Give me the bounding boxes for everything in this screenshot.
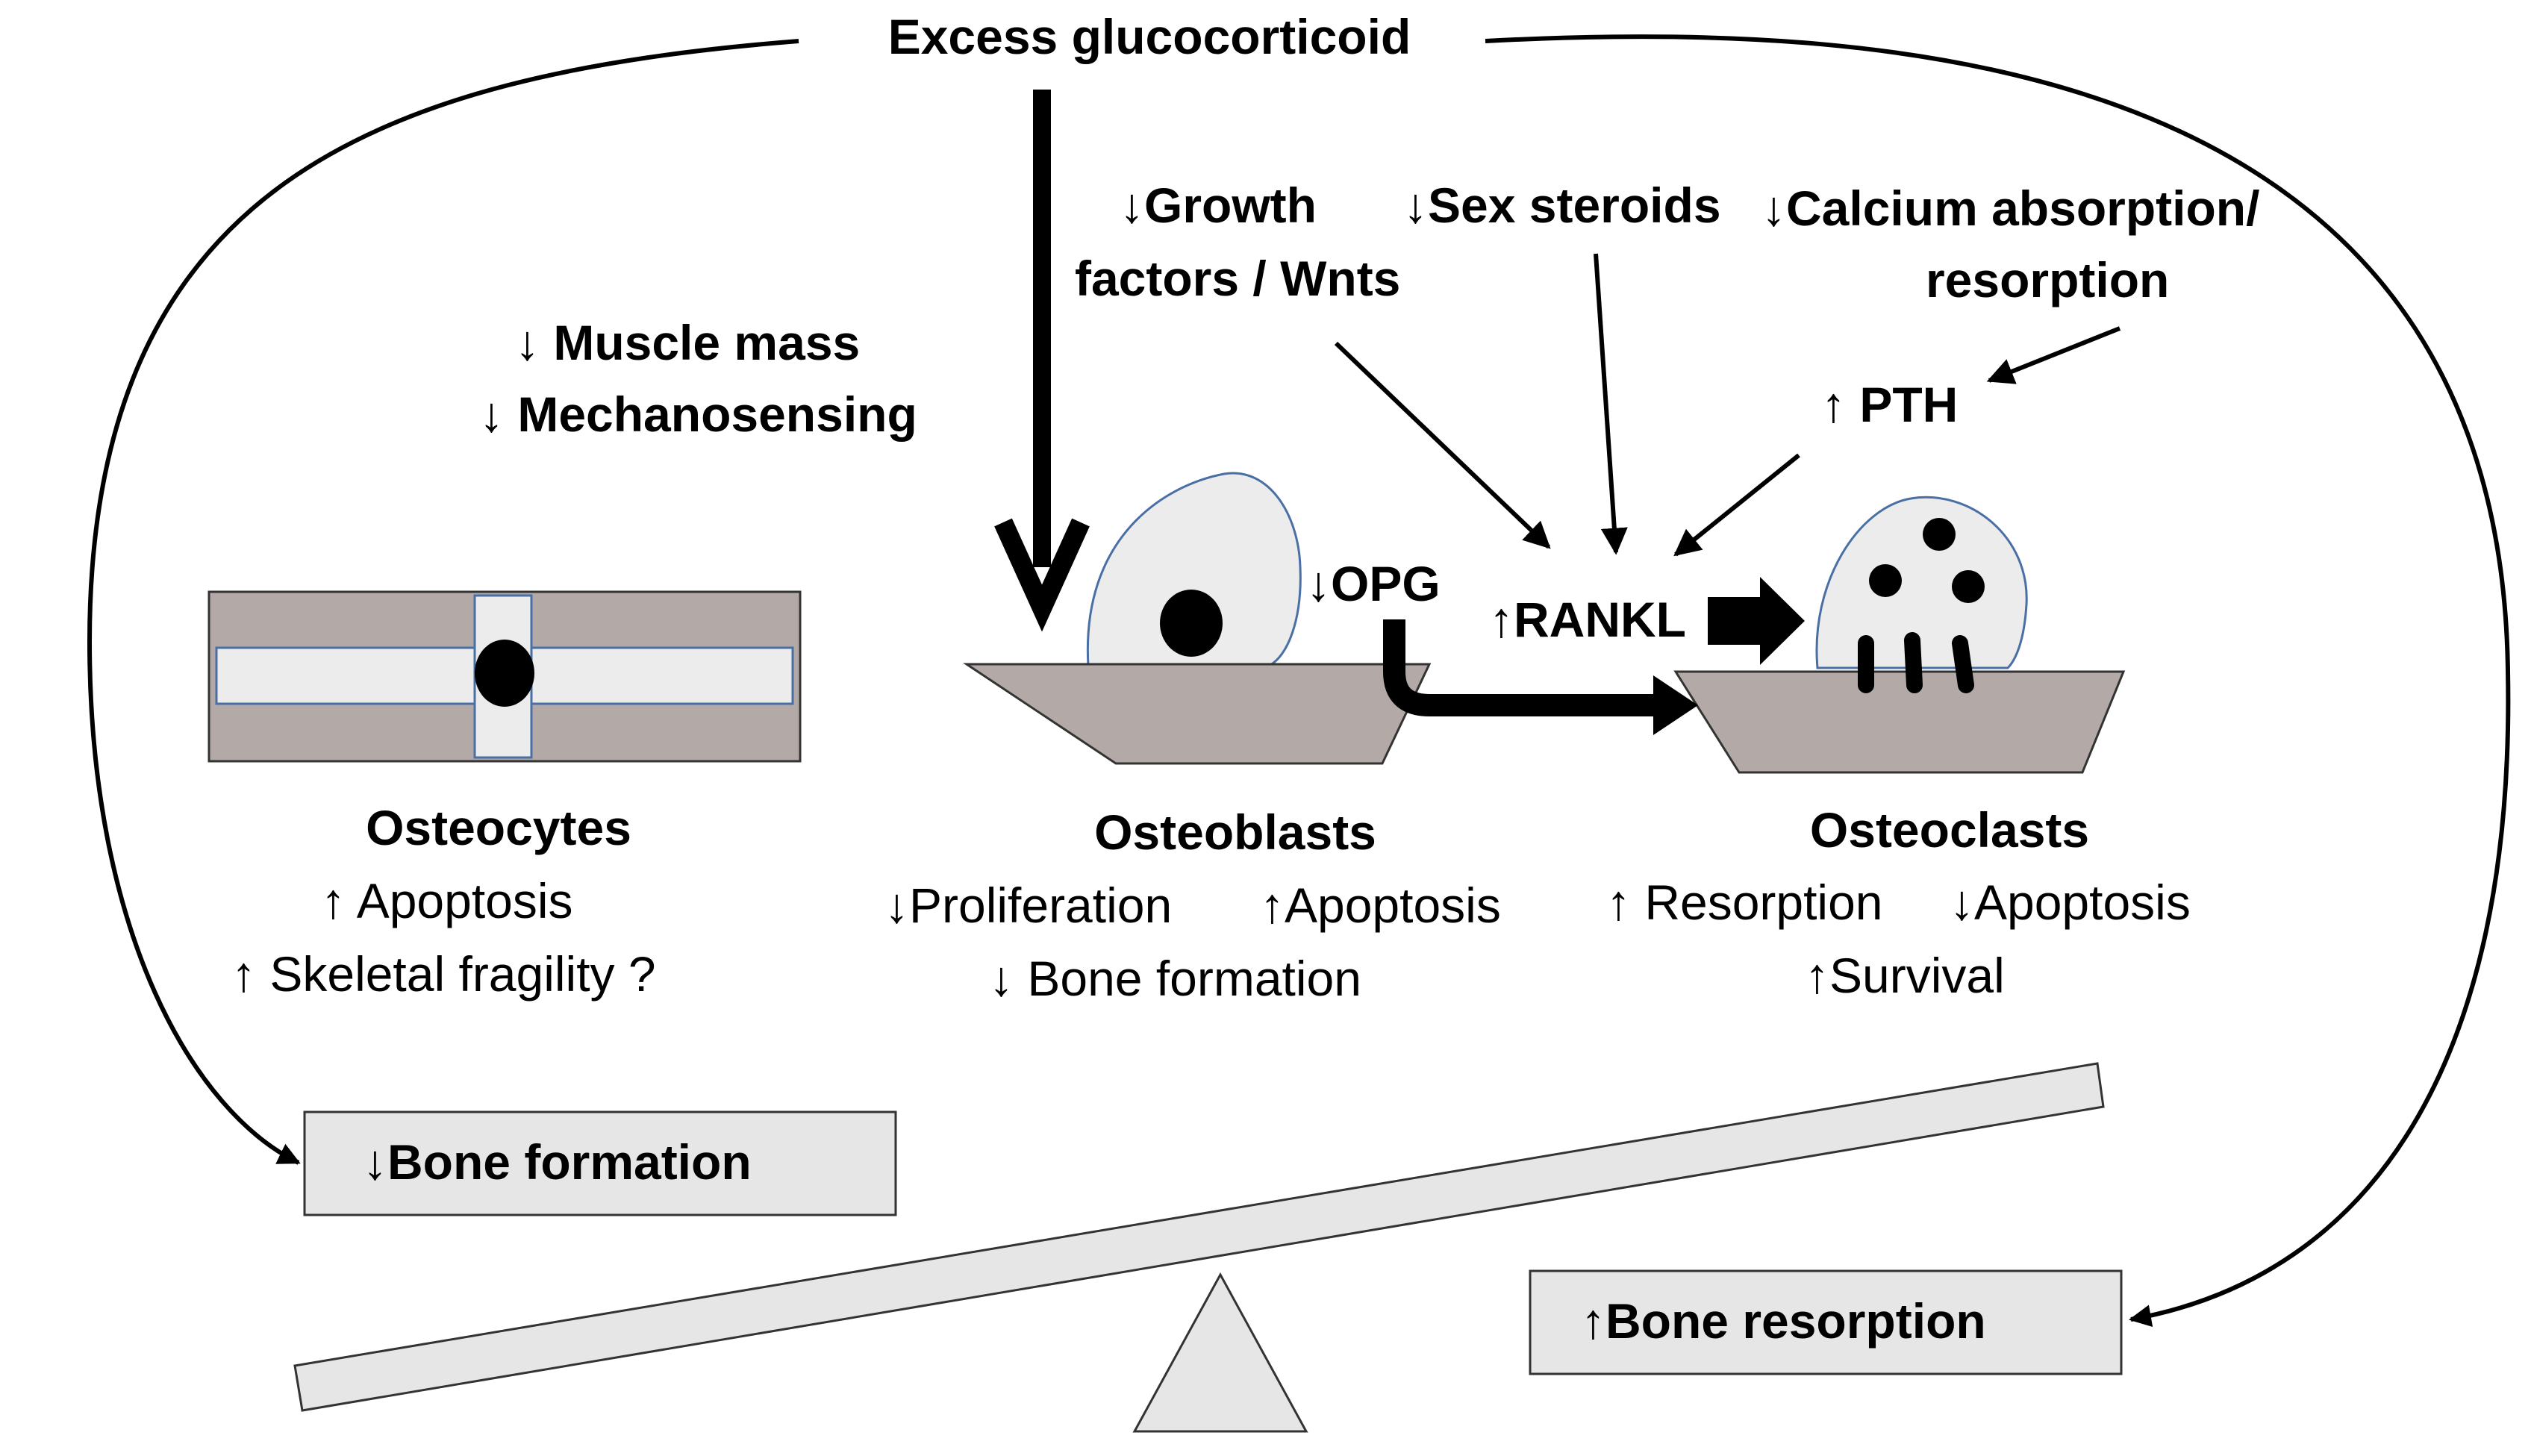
osteoblasts-line-1a: ↓Proliferation	[884, 878, 1172, 933]
osteoclasts-line-1b: ↓Apoptosis	[1950, 875, 2191, 930]
title-excess-glucocorticoid: Excess glucocorticoid	[888, 9, 1411, 64]
rankl-block-arrow	[1708, 577, 1805, 665]
growth-to-rankl-arrow	[1334, 341, 1551, 549]
osteocytes-title: Osteocytes	[366, 800, 631, 855]
glucocorticoid-thick-arrow	[994, 90, 1090, 632]
osteoclasts-line-2: ↑Survival	[1805, 948, 2005, 1003]
bone-formation-box	[303, 1110, 897, 1216]
osteoclast-illustration	[1673, 496, 2126, 774]
seesaw-fulcrum	[1132, 1272, 1308, 1433]
growth-factors-label-1: ↓Growth	[1120, 178, 1317, 233]
rankl-label: ↑RANKL	[1489, 592, 1686, 647]
left-loop-arrow	[87, 39, 799, 1165]
calcium-label-1: ↓Calcium absorption/	[1761, 181, 2259, 236]
opg-curved-arrow	[1383, 619, 1698, 735]
opg-label: ↓OPG	[1306, 556, 1441, 611]
osteoblast-illustration	[963, 472, 1432, 765]
seesaw-beam	[293, 1062, 2105, 1412]
bone-resorption-box	[1529, 1269, 2123, 1375]
pth-to-rankl-arrow	[1673, 453, 1800, 557]
sex-steroids-label: ↓Sex steroids	[1403, 178, 1721, 233]
osteoblasts-line-2: ↓ Bone formation	[989, 951, 1361, 1006]
osteocyte-illustration	[207, 590, 802, 763]
osteocytes-line-1: ↑ Apoptosis	[321, 873, 573, 928]
right-loop-arrow	[1485, 34, 2511, 1328]
mechanosensing-label: ↓ Mechanosensing	[479, 387, 917, 442]
bone-formation-label: ↓Bone formation	[363, 1134, 752, 1190]
calcium-to-pth-arrow	[1986, 326, 2121, 384]
calcium-label-2: resorption	[1926, 252, 2169, 307]
growth-factors-label-2: factors / Wnts	[1075, 251, 1400, 306]
osteoblasts-title: Osteoblasts	[1094, 804, 1376, 860]
osteoblasts-line-1b: ↑Apoptosis	[1260, 878, 1501, 933]
osteoclasts-title: Osteoclasts	[1810, 802, 2089, 857]
bone-resorption-label: ↑Bone resorption	[1581, 1293, 1986, 1349]
osteocytes-line-2: ↑ Skeletal fragility ?	[231, 946, 656, 1002]
pth-label: ↑ PTH	[1821, 377, 1958, 432]
osteoclasts-line-1a: ↑ Resorption	[1606, 875, 1883, 930]
muscle-mass-label: ↓ Muscle mass	[515, 315, 860, 370]
sex-steroids-to-rankl-arrow	[1594, 253, 1628, 555]
